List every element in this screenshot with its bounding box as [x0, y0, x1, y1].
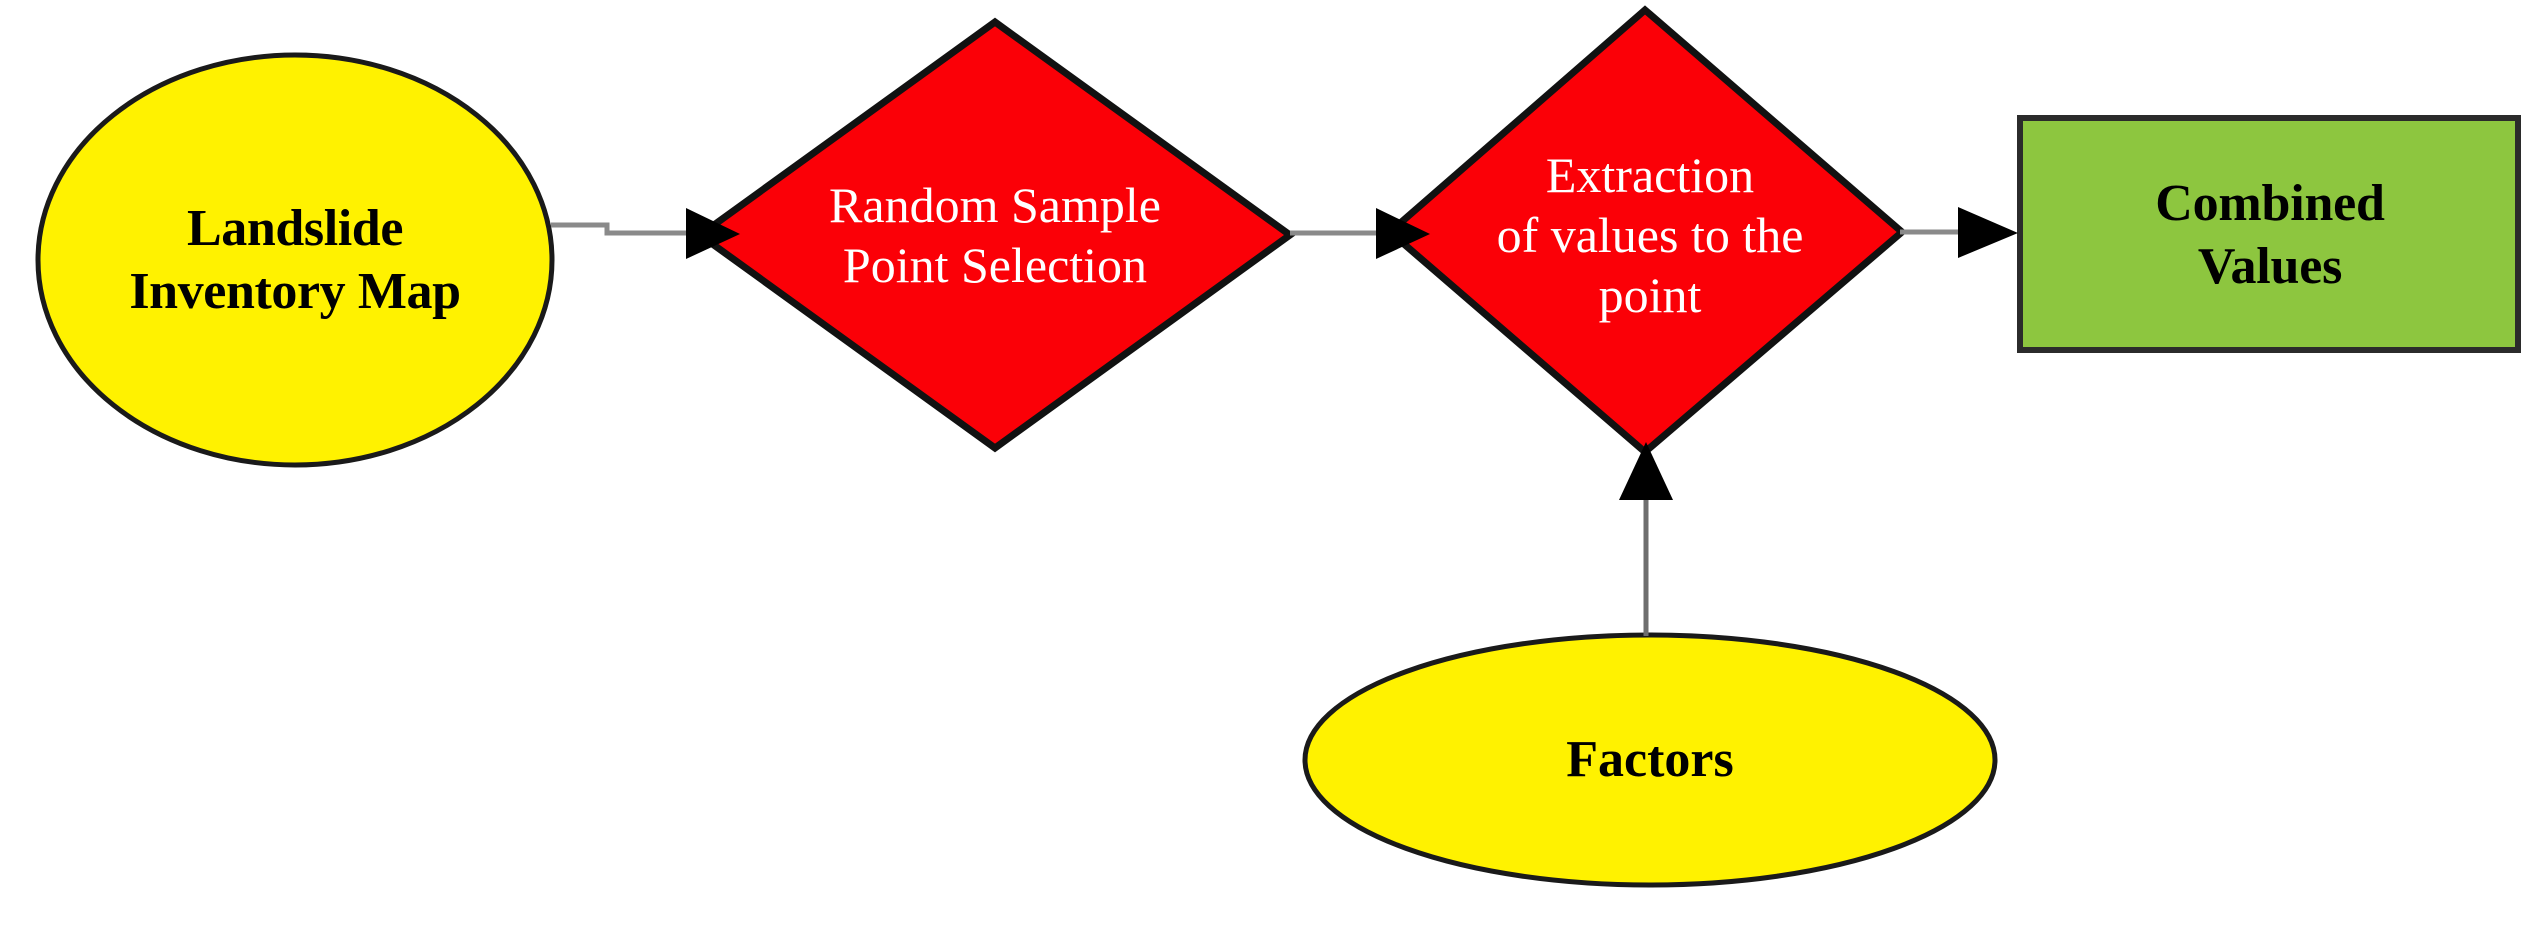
edge-sample-to-extraction [1290, 208, 1430, 259]
arrowhead-sample-to-extraction [1376, 208, 1430, 259]
node-combined-values[interactable] [2017, 115, 2521, 353]
node-factors[interactable] [1302, 632, 1998, 888]
node-landslide-inventory-map[interactable] [35, 52, 555, 468]
node-random-sample-point-selection[interactable] [694, 17, 1296, 453]
arrowhead-inventory-to-sample [686, 208, 740, 259]
arrowhead-extraction-to-combined [1958, 207, 2018, 258]
edge-inventory-to-sample [551, 208, 740, 259]
edge-extraction-to-combined [1900, 207, 2018, 258]
arrowhead-factors-to-extraction [1619, 442, 1673, 500]
edge-factors-to-extraction [1619, 442, 1673, 636]
node-extraction-of-values-to-the-point[interactable] [1384, 5, 1908, 457]
